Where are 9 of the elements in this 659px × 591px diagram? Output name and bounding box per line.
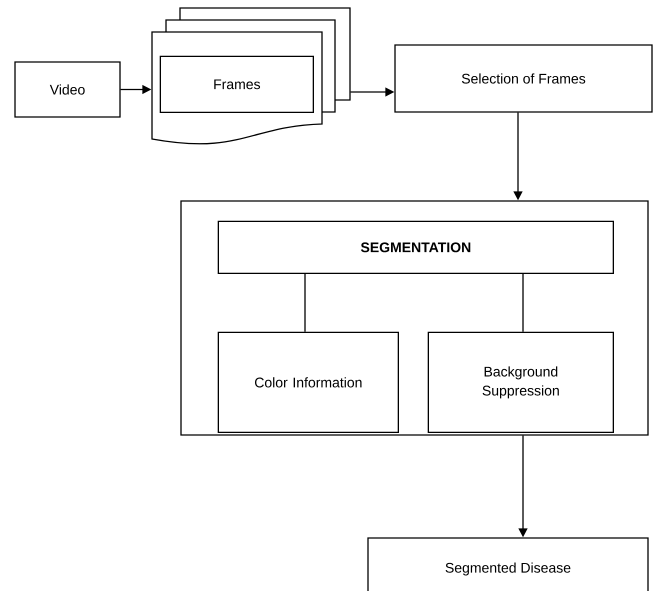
- connector-line: [304, 274, 306, 332]
- connector-line: [522, 274, 524, 332]
- process-box: Selection of Frames: [394, 44, 653, 113]
- process-box: Segmented Disease: [367, 537, 649, 591]
- heading-box: SEGMENTATION: [218, 220, 614, 274]
- process-box: Video: [14, 61, 121, 118]
- frames-box: Frames: [160, 56, 314, 113]
- process-box: Color Information: [218, 332, 399, 433]
- process-box: Background Suppression: [428, 332, 614, 433]
